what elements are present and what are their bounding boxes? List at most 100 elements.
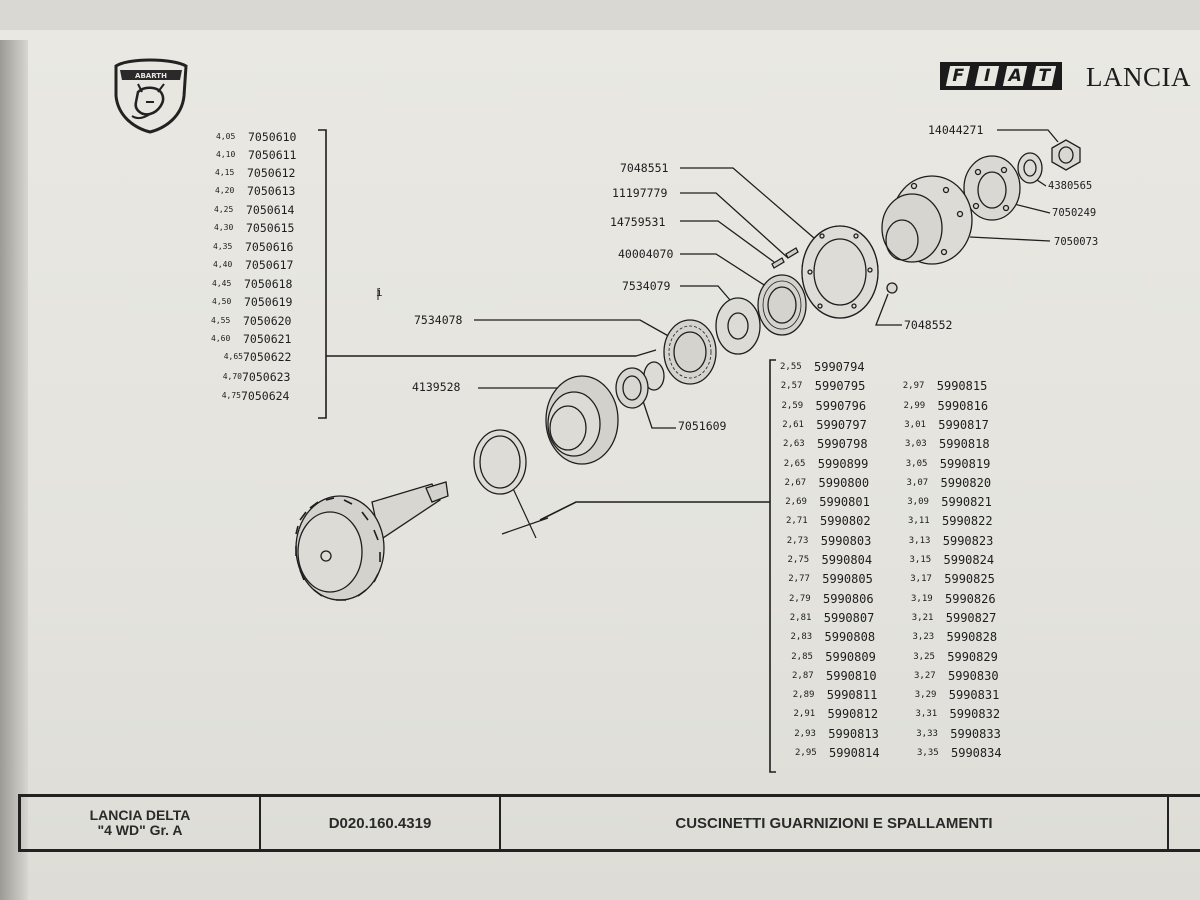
code-cell: 5990832 [949,707,1001,722]
table-row: 2,67 5990800 3,07 5990820 [785,476,1045,490]
size-cell: 2,87 [792,670,814,681]
table-row: 4,40 7050617 [213,258,293,272]
callout-7534079: 7534079 [622,279,671,293]
code-cell: 5990795 [814,379,866,394]
code-cell: 5990802 [820,514,871,529]
size-cell: 3,21 [911,612,934,623]
column-left: 2,59 5990796 [782,399,912,413]
size-cell: 2,69 [785,497,807,508]
code-cell: 5990833 [950,726,1001,741]
code-cell: 5990827 [945,610,997,625]
underlying-sheet [0,0,1200,34]
size-cell: 4,10 [216,150,236,159]
code-cell: 5990801 [819,495,870,510]
code-cell: 5990797 [816,417,867,432]
size-cell: 2,59 [781,400,804,411]
code-cell: 5990820 [940,475,992,490]
size-cell: 2,65 [783,458,806,469]
size-cell: 2,91 [793,709,816,720]
column-right: 2,97 5990815 [903,379,1033,393]
code-cell: 5990815 [936,379,988,394]
column-right: 3,31 5990832 [916,707,1046,721]
code-cell: 5990818 [939,437,990,452]
size-cell: 2,67 [784,477,807,488]
size-cell: 3,33 [916,728,938,739]
size-cell: 3,23 [912,632,935,643]
code-cell: 5990803 [820,533,872,548]
size-cell: 3,19 [911,593,933,604]
lancia-logo: LANCIA [1086,62,1191,92]
code-cell: 5990809 [825,649,876,664]
page-title: CUSCINETTI GUARNIZIONI E SPALLAMENTI [501,797,1169,849]
code-cell: 5990828 [946,630,998,645]
size-cell: 4,65 [223,352,243,361]
code-cell: 5990794 [814,360,865,374]
size-cell: 2,95 [795,748,817,758]
size-cell: 4,15 [215,168,235,177]
size-cell: 4,40 [213,260,233,269]
abarth-logo-text: ABARTH [135,72,167,80]
column-left: 2,61 5990797 [782,418,912,432]
size-cell: 2,97 [902,381,925,392]
code-cell: 5990796 [815,398,867,413]
drawing-code: D020.160.4319 [261,797,501,849]
code-cell: 5990808 [824,630,876,645]
size-cell: 2,57 [780,381,803,392]
code-cell: 5990829 [947,649,998,664]
size-cell: 2,55 [780,362,802,372]
code-cell: 7050612 [247,166,296,180]
callout-40004070: 40004070 [618,247,674,261]
callout-7048551: 7048551 [620,161,669,175]
table-row: 4,15 7050612 [215,166,295,180]
code-cell: 7050623 [242,370,291,384]
size-cell: 4,55 [211,316,231,325]
size-cell: 3,07 [906,477,929,488]
code-cell: 7050620 [243,314,292,328]
code-cell: 5990811 [826,688,878,703]
column-left: 2,81 5990807 [790,611,920,625]
size-cell: 3,09 [907,497,929,508]
size-cell: 3,27 [914,670,936,681]
code-cell: 5990798 [817,437,868,452]
code-cell: 7050617 [245,258,294,272]
size-cell: 2,77 [788,574,810,585]
size-cell: 3,11 [908,516,930,527]
size-cell: 3,31 [915,709,938,720]
size-cell: 2,81 [789,612,812,623]
code-cell: 5990807 [823,610,875,625]
size-cell: 2,61 [782,419,804,430]
size-cell: 2,93 [794,728,816,739]
code-cell: 7050615 [246,221,295,235]
size-cell: 3,17 [910,574,932,585]
code-cell: 5990800 [818,475,870,490]
page-edge-shadow [0,40,28,900]
column-left: 2,67 5990800 [785,476,915,490]
blank-cell [1169,797,1200,849]
model-cell: LANCIA DELTA "4 WD" Gr. A [21,797,261,849]
